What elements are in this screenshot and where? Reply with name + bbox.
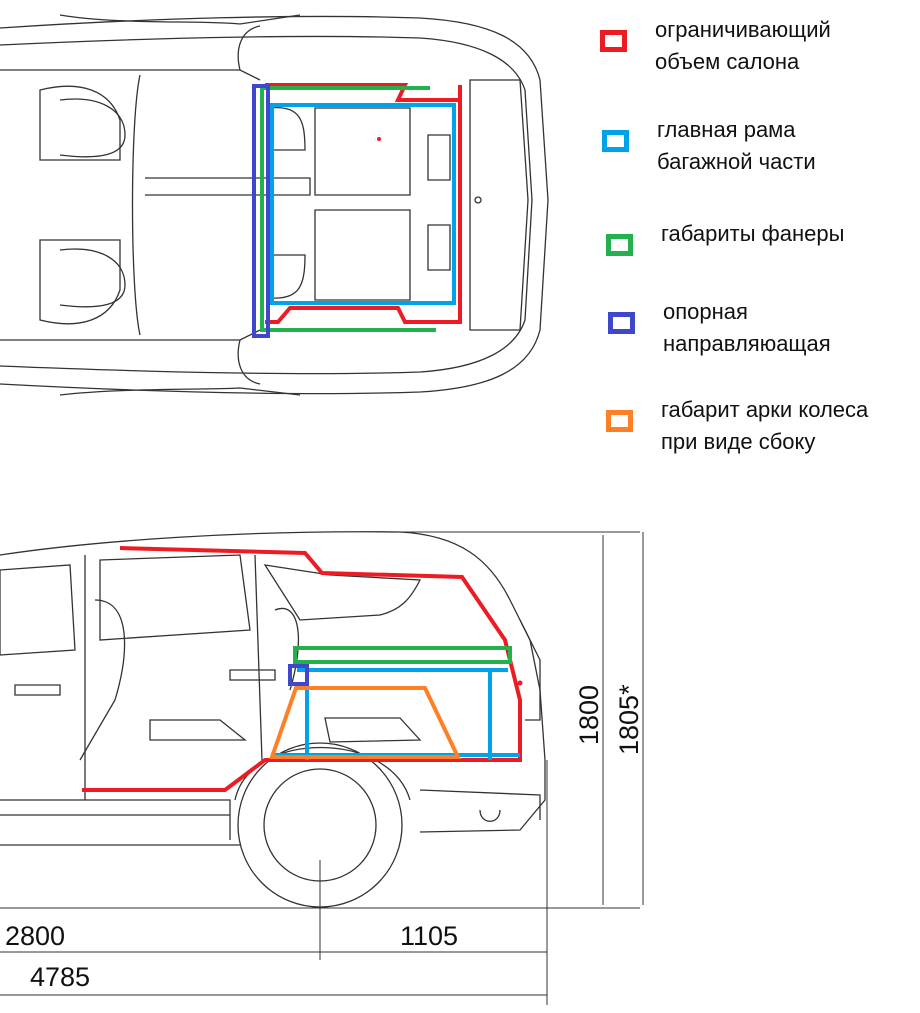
cabin-limit-outline-side: [82, 546, 522, 792]
legend-label: главная рама багажной части: [657, 117, 816, 174]
main-frame-side: [275, 668, 520, 760]
orange-swatch-icon: [606, 410, 633, 432]
support-rail-top: [252, 84, 270, 338]
top-view-overlays: [252, 83, 462, 338]
legend-item-cabin-limit: ограничивающий объем салона: [600, 14, 831, 78]
wheel-arch-outline-side: [269, 686, 462, 759]
legend-label: габариты фанеры: [661, 221, 845, 246]
legend-item-main-frame: главная рама багажной части: [600, 114, 816, 178]
dim-height-alt: 1805*: [614, 684, 644, 755]
plywood-outline-side: [293, 646, 512, 664]
dim-wheelbase: 2800: [5, 921, 65, 951]
top-view-car: [0, 14, 549, 396]
support-rail-side: [288, 664, 309, 686]
legend-label: ограничивающий объем салона: [655, 17, 831, 74]
dark-blue-swatch-icon: [608, 312, 635, 334]
legend-item-support-rail: опорная направляюащая: [600, 296, 831, 360]
legend-label: опорная направляюащая: [663, 299, 831, 356]
legend-item-plywood: габариты фанеры: [600, 218, 844, 256]
green-swatch-icon: [606, 234, 633, 256]
dim-length: 4785: [30, 962, 90, 992]
light-blue-swatch-icon: [602, 130, 629, 152]
legend-item-wheel-arch: габарит арки колеса при виде сбоку: [600, 394, 868, 458]
red-swatch-icon: [600, 30, 627, 52]
side-view-overlays: [82, 546, 523, 792]
legend-label: габарит арки колеса при виде сбоку: [661, 397, 869, 454]
plywood-outline-top: [260, 86, 436, 332]
dim-rear-overhang: 1105: [400, 921, 458, 951]
dim-height: 1800: [574, 685, 604, 745]
dimension-lines: [0, 531, 644, 1005]
main-frame-top: [270, 103, 456, 305]
side-view-car: [0, 531, 546, 908]
cabin-limit-outline-top: [265, 83, 462, 324]
